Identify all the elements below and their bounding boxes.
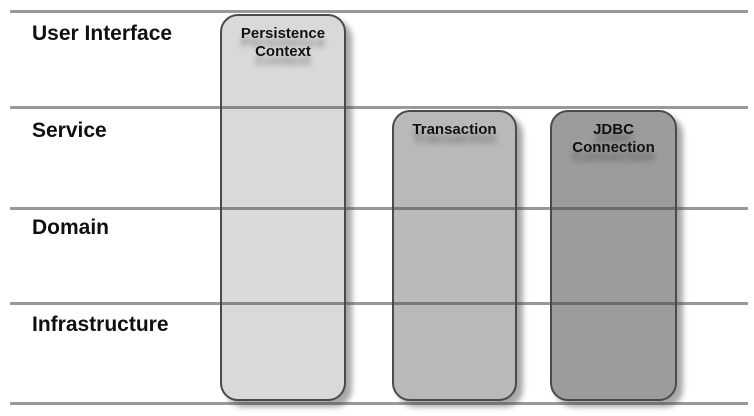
divider-line-bottom — [10, 402, 748, 405]
box-transaction: Transaction — [392, 110, 517, 401]
divider-line-top — [10, 10, 748, 13]
layer-label-infrastructure: Infrastructure — [32, 313, 169, 336]
box-jdbc-connection-label: JDBC Connection — [572, 121, 655, 156]
layer-label-user-interface: User Interface — [32, 22, 173, 45]
box-jdbc-connection: JDBC Connection — [550, 110, 677, 401]
box-persistence-context-label: Persistence Context — [240, 25, 326, 60]
divider-line-service-domain — [10, 207, 748, 210]
divider-line-domain-infrastructure — [10, 302, 748, 305]
layer-label-domain: Domain — [32, 216, 110, 239]
box-transaction-label: Transaction — [412, 121, 497, 138]
divider-line-ui-service — [10, 106, 748, 109]
layer-label-service: Service — [32, 119, 107, 142]
